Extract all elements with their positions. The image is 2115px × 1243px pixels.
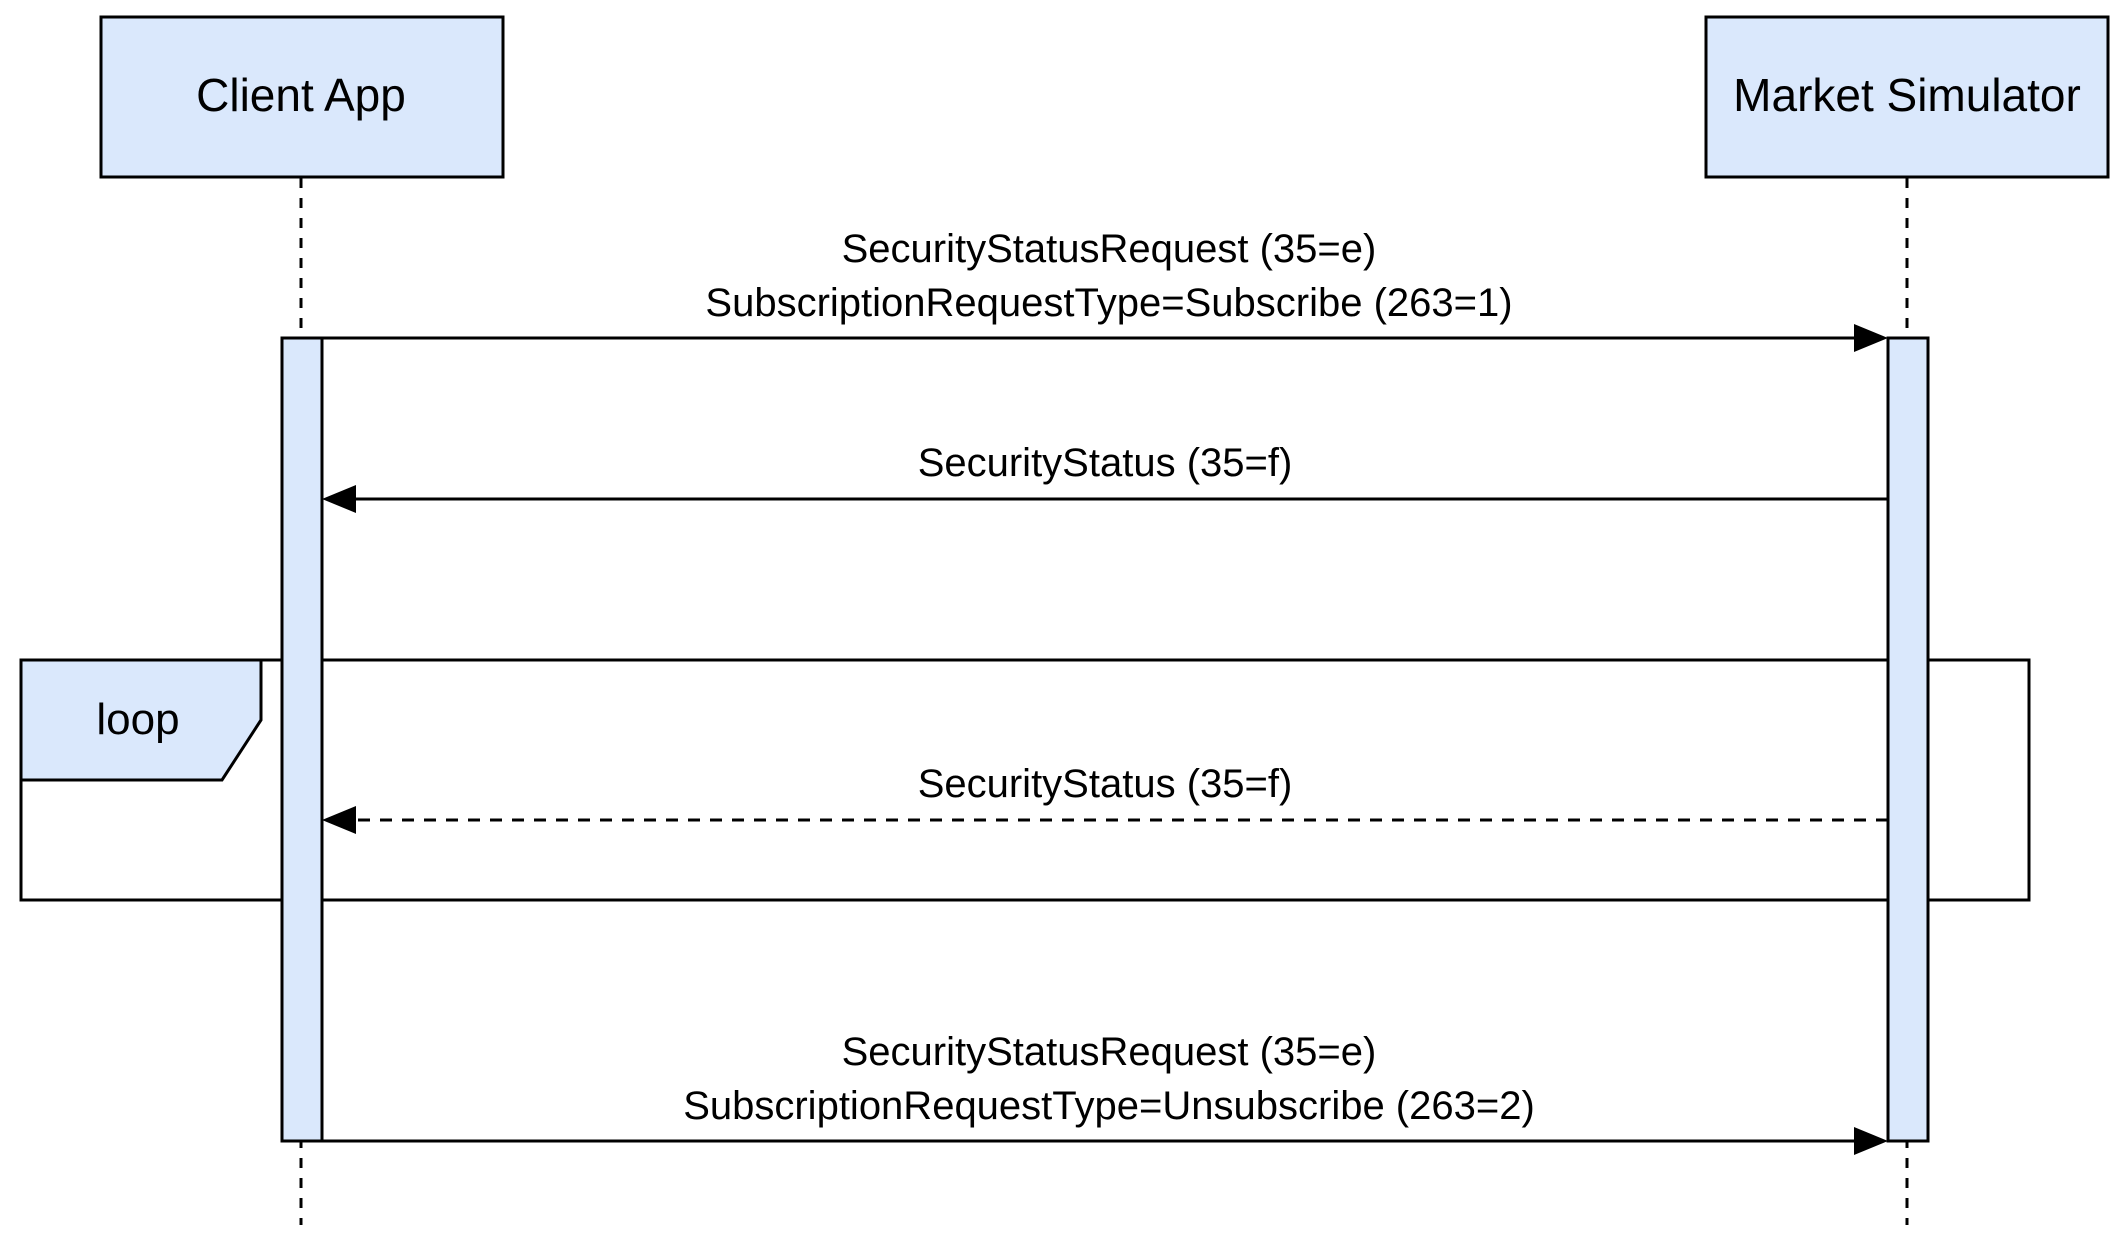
participant-label: Market Simulator — [1733, 69, 2081, 121]
activation-bar-simulator — [1886, 336, 1930, 1143]
participant-market-simulator: Market Simulator — [1704, 15, 2110, 179]
participant-label: Client App — [196, 69, 406, 121]
loop-label: loop — [96, 695, 179, 744]
arrowhead-icon — [1854, 1127, 1888, 1155]
participant-box — [1704, 15, 2110, 179]
message-label-line1: SecurityStatus (35=f) — [918, 762, 1293, 806]
participant-box — [99, 15, 505, 179]
message-unsubscribe-request: SecurityStatusRequest (35=e) Subscriptio… — [322, 1030, 1888, 1155]
participant-client-app: Client App — [99, 15, 505, 179]
arrowhead-icon — [322, 485, 356, 513]
message-label-line2: SubscriptionRequestType=Unsubscribe (263… — [683, 1084, 1535, 1128]
loop-label-tab — [19, 658, 263, 782]
message-label-line1: SecurityStatus (35=f) — [918, 441, 1293, 485]
message-security-status-loop: SecurityStatus (35=f) — [322, 762, 1888, 834]
loop-fragment: loop — [19, 658, 2031, 902]
message-label-line1: SecurityStatusRequest (35=e) — [842, 1030, 1377, 1074]
arrowhead-icon — [322, 806, 356, 834]
message-subscribe-request: SecurityStatusRequest (35=e) Subscriptio… — [322, 227, 1888, 352]
arrowhead-icon — [1854, 324, 1888, 352]
message-label-line2: SubscriptionRequestType=Subscribe (263=1… — [705, 281, 1512, 325]
activation-bar-client — [280, 336, 324, 1143]
message-label-line1: SecurityStatusRequest (35=e) — [842, 227, 1377, 271]
message-security-status: SecurityStatus (35=f) — [322, 441, 1888, 513]
